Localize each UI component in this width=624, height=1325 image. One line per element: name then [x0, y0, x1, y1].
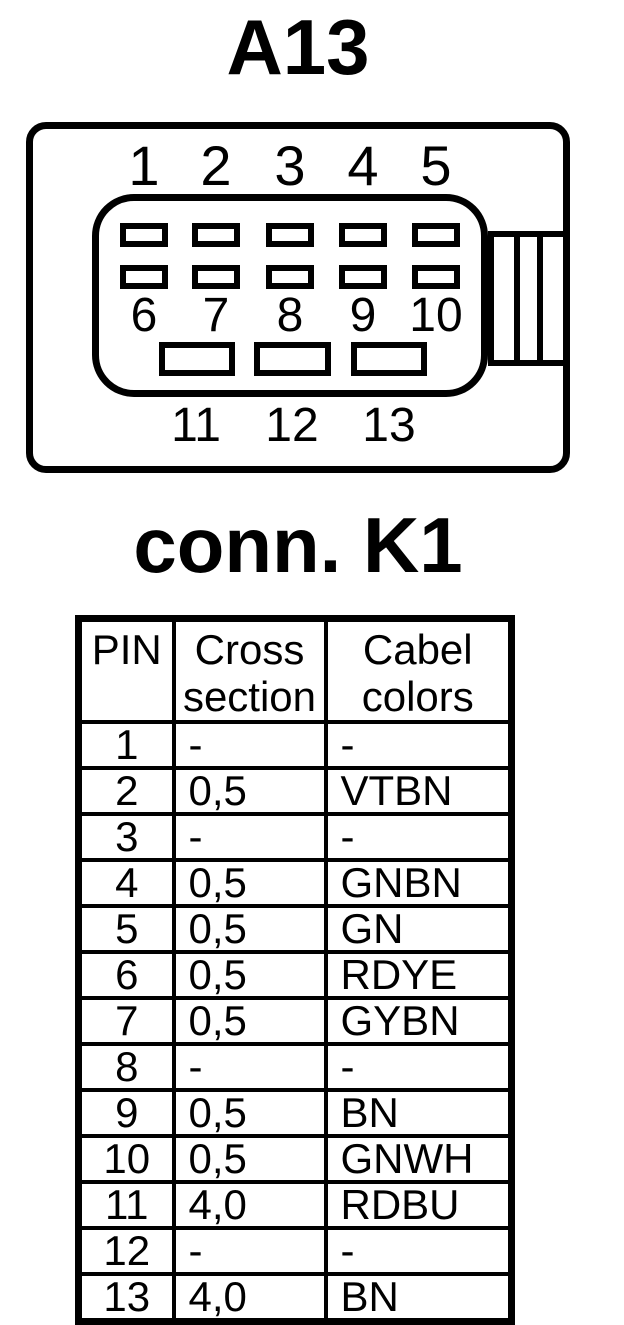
pin-label: 6 [130, 289, 158, 342]
pin-cell: 11 [76, 1180, 176, 1230]
pin-cell: 13 [76, 1272, 176, 1324]
pin-label: 12 [265, 399, 319, 452]
cable-color-cell: GYBN [323, 996, 514, 1046]
pin-cell: 7 [76, 996, 176, 1046]
table-row: 12 - - [76, 1226, 514, 1276]
pin-slot [254, 342, 331, 376]
table-header-row: PIN Cross section Cabel colors [76, 616, 514, 724]
connector-diagram: 1 2 3 4 5 6 7 8 9 10 11 12 13 [26, 122, 570, 473]
cross-section-cell: 4,0 [171, 1272, 328, 1324]
table-row: 11 4,0 RDBU [76, 1180, 514, 1230]
cable-color-cell: - [323, 812, 514, 862]
cable-color-cell: GNWH [323, 1134, 514, 1184]
cross-section-cell: - [171, 1226, 328, 1276]
pin-slot [159, 342, 235, 376]
pin-slot [351, 342, 427, 376]
pin-label: 11 [171, 399, 221, 452]
cable-colors-column-header: Cabel colors [323, 616, 514, 724]
pin-slot [192, 265, 240, 289]
cross-section-cell: - [171, 720, 328, 770]
table-row: 8 - - [76, 1042, 514, 1092]
pin-label: 13 [362, 399, 416, 452]
table-row: 9 0,5 BN [76, 1088, 514, 1138]
pin-label: 5 [420, 134, 452, 197]
cross-section-cell: - [171, 812, 328, 862]
cross-section-cell: 0,5 [171, 1088, 328, 1138]
pin-slot [266, 223, 314, 247]
connector-key-tab [488, 231, 569, 366]
cross-section-cell: 0,5 [171, 950, 328, 1000]
cable-color-cell: - [323, 720, 514, 770]
table-row: 7 0,5 GYBN [76, 996, 514, 1046]
cross-section-cell: 0,5 [171, 766, 328, 816]
table-row: 13 4,0 BN [76, 1272, 514, 1324]
table-row: 5 0,5 GN [76, 904, 514, 954]
cross-section-cell: 4,0 [171, 1180, 328, 1230]
cable-color-cell: BN [323, 1272, 514, 1324]
key-tab-rib-line [537, 231, 543, 366]
pin-cell: 4 [76, 858, 176, 908]
pin-slot [120, 265, 168, 289]
pin-slot [412, 265, 460, 289]
pin-column-header: PIN [76, 616, 176, 724]
diagram-title: A13 [226, 3, 370, 91]
cable-color-cell: RDBU [323, 1180, 514, 1230]
pin-slot [412, 223, 460, 247]
cross-section-cell: 0,5 [171, 904, 328, 954]
key-tab-rib-line [514, 231, 520, 366]
pin-slot [266, 265, 314, 289]
cable-color-cell: - [323, 1226, 514, 1276]
cross-section-cell: - [171, 1042, 328, 1092]
cable-color-cell: BN [323, 1088, 514, 1138]
pin-label: 1 [128, 134, 160, 197]
connector-name-title: conn. K1 [133, 501, 463, 589]
pin-label: 7 [202, 289, 230, 342]
cable-color-cell: VTBN [323, 766, 514, 816]
table-row: 10 0,5 GNWH [76, 1134, 514, 1184]
cable-color-cell: GN [323, 904, 514, 954]
pin-label: 10 [409, 289, 463, 342]
cable-color-cell: - [323, 1042, 514, 1092]
pin-label: 3 [274, 134, 306, 197]
pin-label: 2 [200, 134, 232, 197]
cable-color-cell: RDYE [323, 950, 514, 1000]
pin-cell: 6 [76, 950, 176, 1000]
pin-label: 8 [276, 289, 304, 342]
pin-cell: 5 [76, 904, 176, 954]
pin-slot [339, 223, 387, 247]
table-row: 3 - - [76, 812, 514, 862]
table-row: 6 0,5 RDYE [76, 950, 514, 1000]
table-row: 2 0,5 VTBN [76, 766, 514, 816]
pin-cell: 3 [76, 812, 176, 862]
pin-label: 4 [347, 134, 379, 197]
cross-section-column-header: Cross section [171, 616, 328, 724]
cross-section-cell: 0,5 [171, 996, 328, 1046]
pin-cell: 2 [76, 766, 176, 816]
cross-section-cell: 0,5 [171, 1134, 328, 1184]
pin-cell: 10 [76, 1134, 176, 1184]
pin-assignment-table: PIN Cross section Cabel colors 1 - - 2 0… [75, 615, 515, 1325]
table-row: 4 0,5 GNBN [76, 858, 514, 908]
pin-slot [192, 223, 240, 247]
pin-cell: 1 [76, 720, 176, 770]
pin-cell: 12 [76, 1226, 176, 1276]
pin-slot [339, 265, 387, 289]
cable-color-cell: GNBN [323, 858, 514, 908]
pin-cell: 8 [76, 1042, 176, 1092]
pin-label: 9 [349, 289, 377, 342]
table-row: 1 - - [76, 720, 514, 770]
pin-slot [120, 223, 168, 247]
pin-cell: 9 [76, 1088, 176, 1138]
cross-section-cell: 0,5 [171, 858, 328, 908]
